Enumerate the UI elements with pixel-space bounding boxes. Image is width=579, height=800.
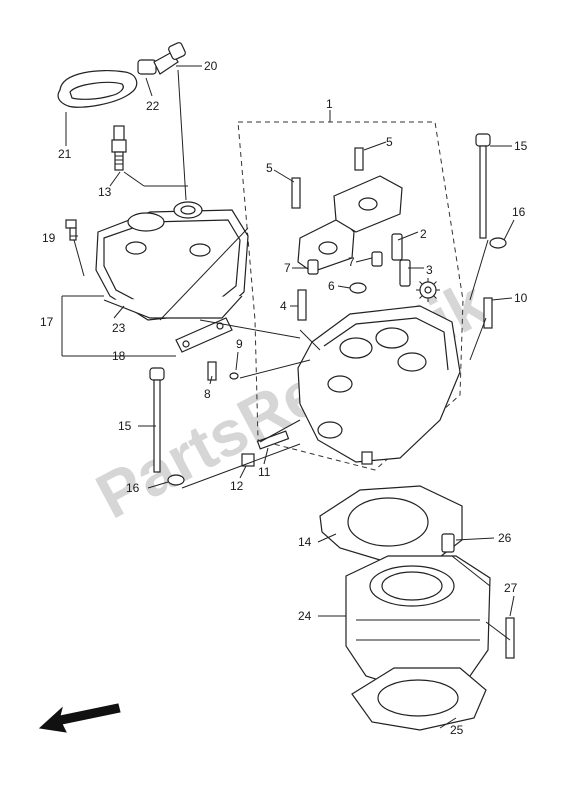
- callout-25: 25: [450, 723, 464, 737]
- washer-left: [167, 474, 185, 486]
- callout-19: 19: [42, 231, 56, 245]
- spark-plug: [111, 125, 127, 171]
- callout-20: 20: [204, 59, 218, 73]
- cam-cap-right: [333, 175, 403, 233]
- callout-8: 8: [204, 387, 211, 401]
- washer-9: [229, 372, 239, 380]
- callout-15b: 15: [118, 419, 132, 433]
- washer-right: [489, 237, 507, 249]
- callout-16b: 16: [126, 481, 140, 495]
- callout-18: 18: [112, 349, 126, 363]
- bolt-10: [483, 297, 493, 329]
- cylinder-head: [297, 305, 461, 465]
- dowel-pin-2: [371, 251, 383, 267]
- bolt-27: [505, 617, 515, 659]
- cylinder: [345, 555, 491, 689]
- base-gasket: [351, 667, 487, 731]
- callout-15a: 15: [514, 139, 528, 153]
- leader-lines: [61, 65, 515, 729]
- guide-lines: [73, 69, 511, 641]
- bolt-8: [207, 361, 217, 381]
- sensor-2: [391, 233, 403, 261]
- stud-4: [297, 289, 307, 321]
- breather-hose: [57, 70, 138, 108]
- callout-24: 24: [298, 609, 312, 623]
- callout-7b: 7: [348, 255, 355, 269]
- callout-2: 2: [420, 227, 427, 241]
- callout-labels: 1 2 3 4 5 5 6 7 7 8 9 10 11 12 13 14 15 …: [40, 59, 528, 737]
- callout-3: 3: [426, 263, 433, 277]
- nut-6: [349, 282, 367, 294]
- callout-5b: 5: [266, 161, 273, 175]
- callout-13: 13: [98, 185, 112, 199]
- head-cover: [95, 201, 249, 321]
- cover-bolt: [65, 219, 77, 241]
- callout-23: 23: [112, 321, 126, 335]
- callout-27: 27: [504, 581, 518, 595]
- stud-11: [256, 430, 290, 450]
- callout-21: 21: [58, 147, 72, 161]
- cap-bolt-left: [291, 177, 301, 209]
- callout-4: 4: [280, 299, 287, 313]
- callout-16a: 16: [512, 205, 526, 219]
- callout-14: 14: [298, 535, 312, 549]
- callout-11: 11: [258, 465, 271, 479]
- callout-7a: 7: [284, 261, 291, 275]
- nut-12: [241, 453, 255, 467]
- callout-6: 6: [328, 279, 335, 293]
- callout-12: 12: [230, 479, 244, 493]
- callout-22: 22: [146, 99, 160, 113]
- dowel-26: [441, 533, 455, 553]
- callout-9: 9: [236, 337, 243, 351]
- head-bolt-right: [475, 133, 491, 239]
- callout-26: 26: [498, 531, 512, 545]
- callout-10: 10: [514, 291, 528, 305]
- direction-arrow-icon: [38, 703, 121, 733]
- callout-1: 1: [326, 97, 333, 111]
- head-gasket: [319, 485, 463, 561]
- plug-3: [399, 259, 411, 287]
- callout-5a: 5: [386, 135, 393, 149]
- cap-bolt-right: [354, 147, 364, 171]
- callout-17: 17: [40, 315, 54, 329]
- hose-elbow: [137, 42, 186, 75]
- dowel-pin: [307, 259, 319, 275]
- assembly-boundary: [237, 121, 464, 471]
- gear-icon: [416, 278, 440, 302]
